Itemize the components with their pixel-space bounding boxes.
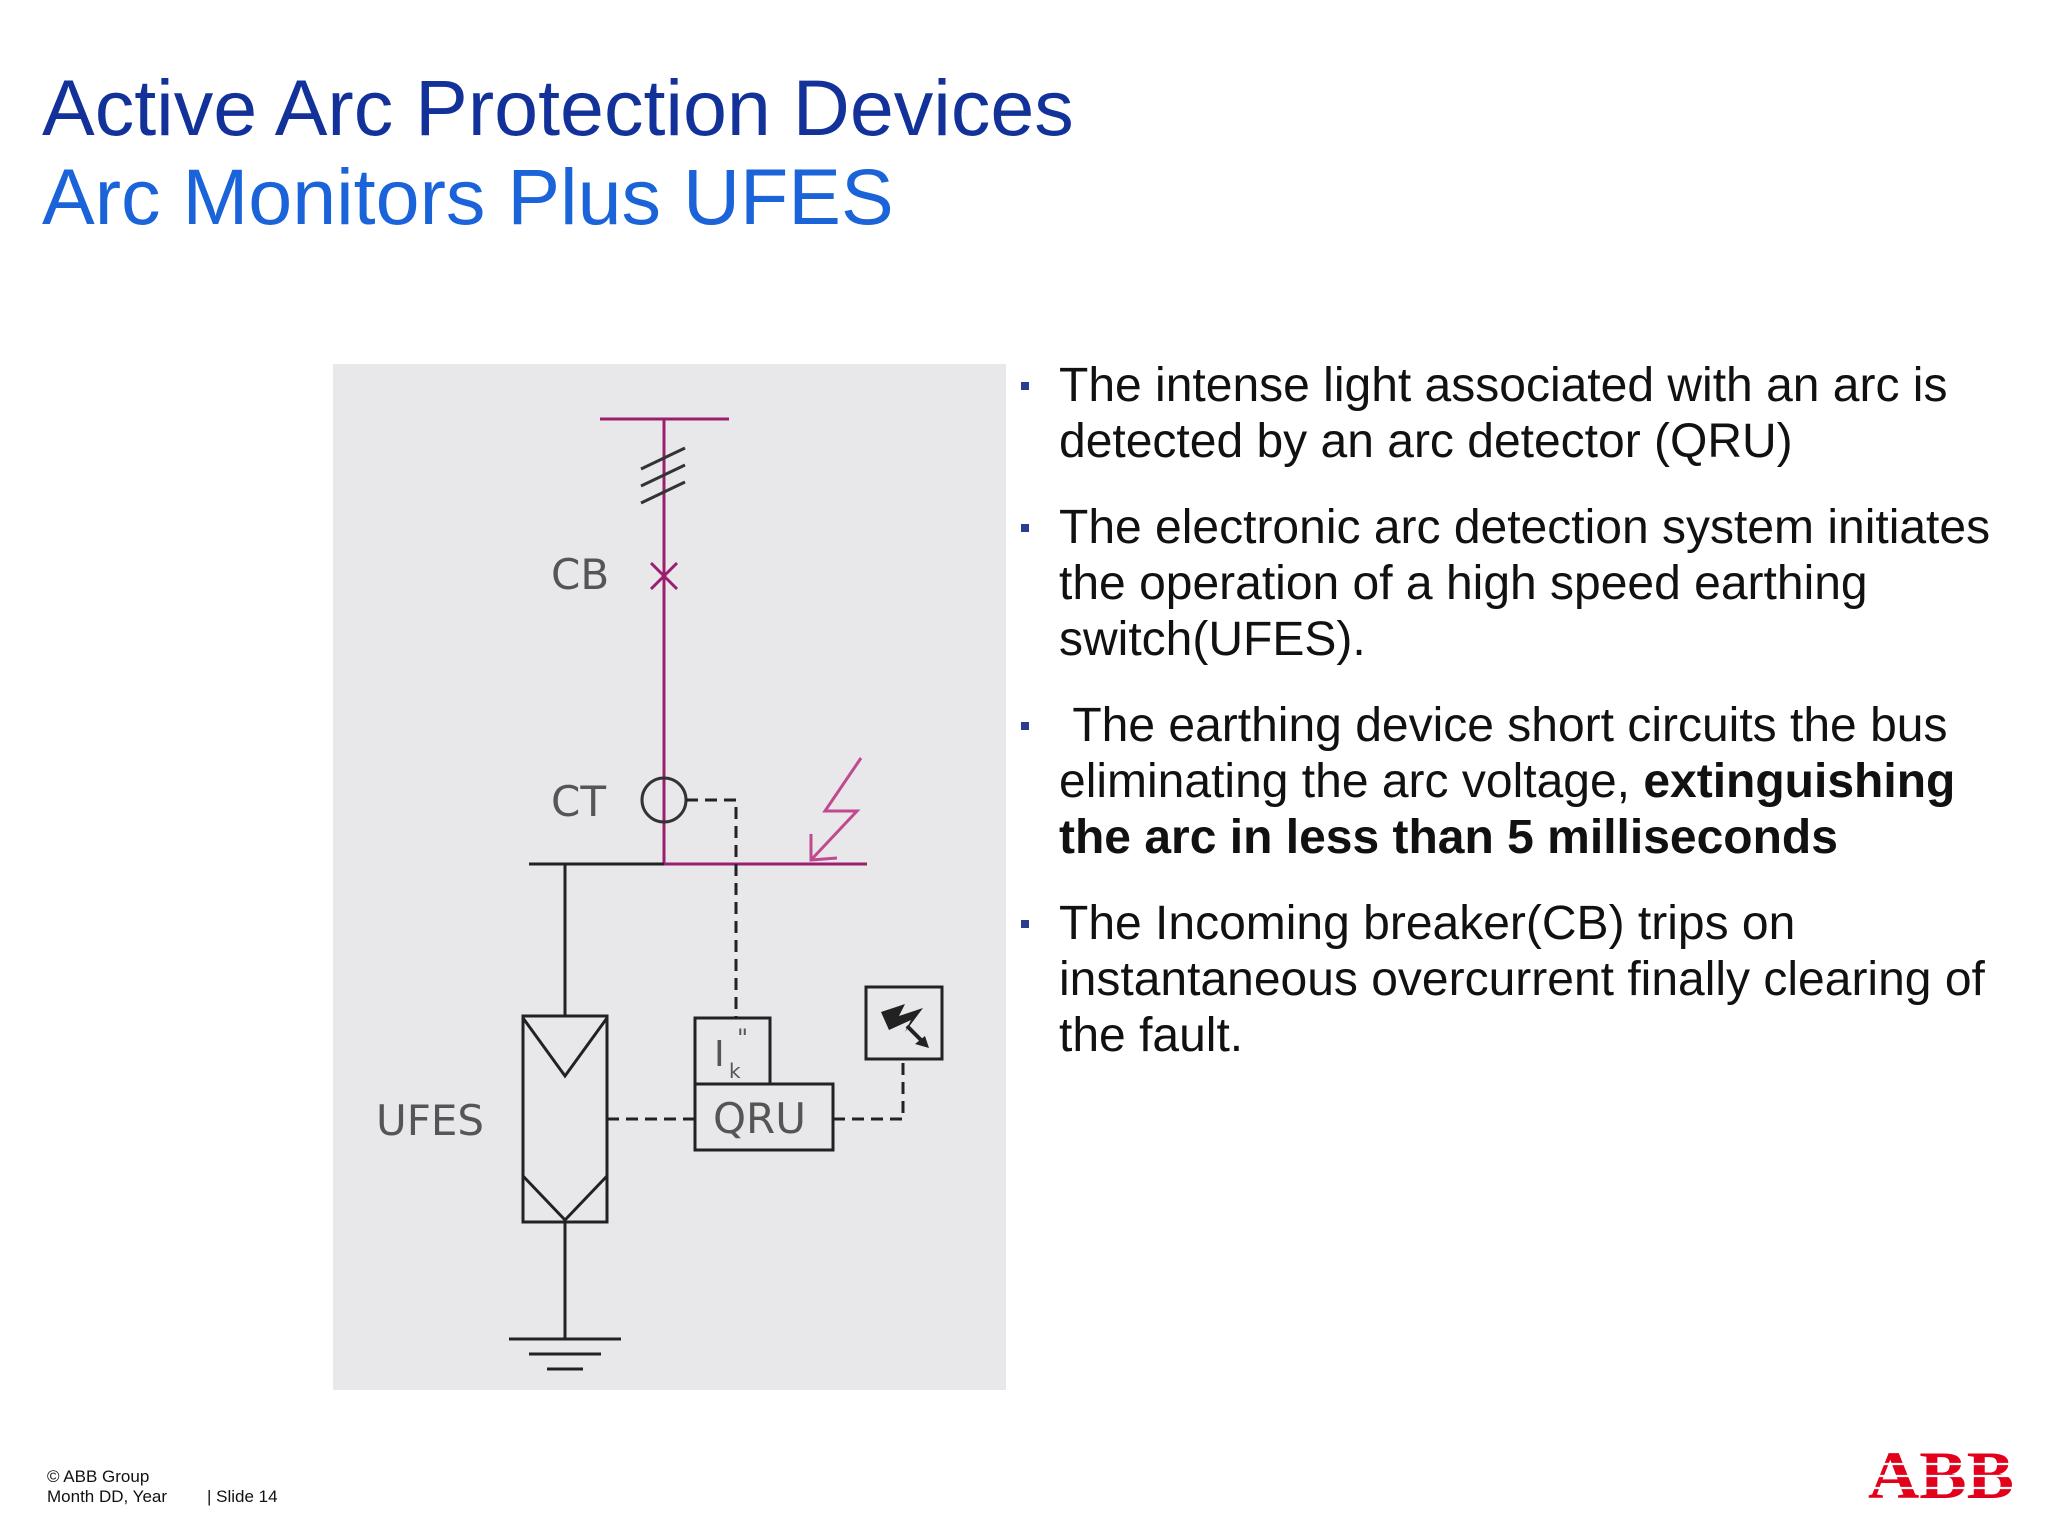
title-line: Active Arc Protection Devices: [42, 63, 1074, 152]
bullet-text: The intense light associated with an arc…: [1059, 359, 1948, 468]
bullet-item: The Incoming breaker(CB) trips on instan…: [1015, 896, 2015, 1064]
diagram-svg: CB CT UFES I k " QRU: [376, 417, 944, 1371]
bullet-item: The earthing device short circuits the b…: [1015, 698, 2015, 866]
ik-subscript: k: [729, 1059, 741, 1083]
qru-label: QRU: [713, 1094, 806, 1143]
phase-mark: [640, 463, 686, 488]
sensor-signal-line: [833, 1059, 905, 1121]
ct-label: CT: [551, 777, 606, 826]
bullet-list: The intense light associated with an arc…: [1015, 358, 2015, 1094]
footer-row: Month DD, Year | Slide 14: [47, 1487, 278, 1507]
light-sensor: [864, 985, 944, 1061]
abb-logo-text: ABB: [1868, 1438, 2014, 1508]
arc-fault-arrowhead: [809, 834, 838, 862]
bullet-text: The electronic arc detection system init…: [1059, 501, 1991, 666]
ik-label: I: [714, 1034, 725, 1075]
ufes-label: UFES: [376, 1096, 484, 1145]
arc-fault-icon: [809, 757, 863, 862]
bullet-bold-text: extinguishing the arc in less than 5 mil…: [1059, 755, 1956, 864]
ct-signal-line: [686, 798, 738, 1018]
qru-relay: [693, 1082, 835, 1152]
light-sensor-icon: [915, 1036, 929, 1048]
bullet-marker: [1021, 382, 1029, 390]
bullet-item: The intense light associated with an arc…: [1015, 358, 2015, 470]
bullet-text: The earthing device short circuits the b…: [1059, 699, 1961, 808]
ufes-contact: [521, 1017, 609, 1079]
bullet-text: The Incoming breaker(CB) trips on instan…: [1059, 897, 1985, 1062]
footer-date: Month DD, Year: [47, 1487, 168, 1506]
slide-title: Active Arc Protection Devices Arc Monito…: [42, 68, 1074, 236]
abb-logo: ABB: [1866, 1438, 2016, 1508]
bullet-marker: [1021, 722, 1029, 730]
footer-copyright: © ABB Group: [47, 1467, 150, 1486]
phase-mark: [640, 480, 686, 505]
bullet-marker: [1021, 524, 1029, 532]
light-sensor-icon: [881, 1004, 923, 1032]
bullet-item: The electronic arc detection system init…: [1015, 500, 2015, 668]
footer-slide-number: | Slide 14: [207, 1487, 278, 1506]
phase-mark: [640, 446, 686, 471]
single-line-diagram: CB CT UFES I k " QRU: [333, 364, 1006, 1390]
bullet-marker: [1021, 920, 1029, 928]
subtitle-line: Arc Monitors Plus UFES: [42, 152, 894, 241]
abb-logo-stripes: [1866, 1450, 2016, 1490]
ik-superscript: ": [737, 1024, 748, 1052]
ufes-contact: [521, 1174, 609, 1223]
cb-cross: [649, 561, 679, 591]
cb-label: CB: [551, 550, 609, 599]
slide-footer: © ABB Group Month DD, Year | Slide 14: [47, 1467, 278, 1507]
